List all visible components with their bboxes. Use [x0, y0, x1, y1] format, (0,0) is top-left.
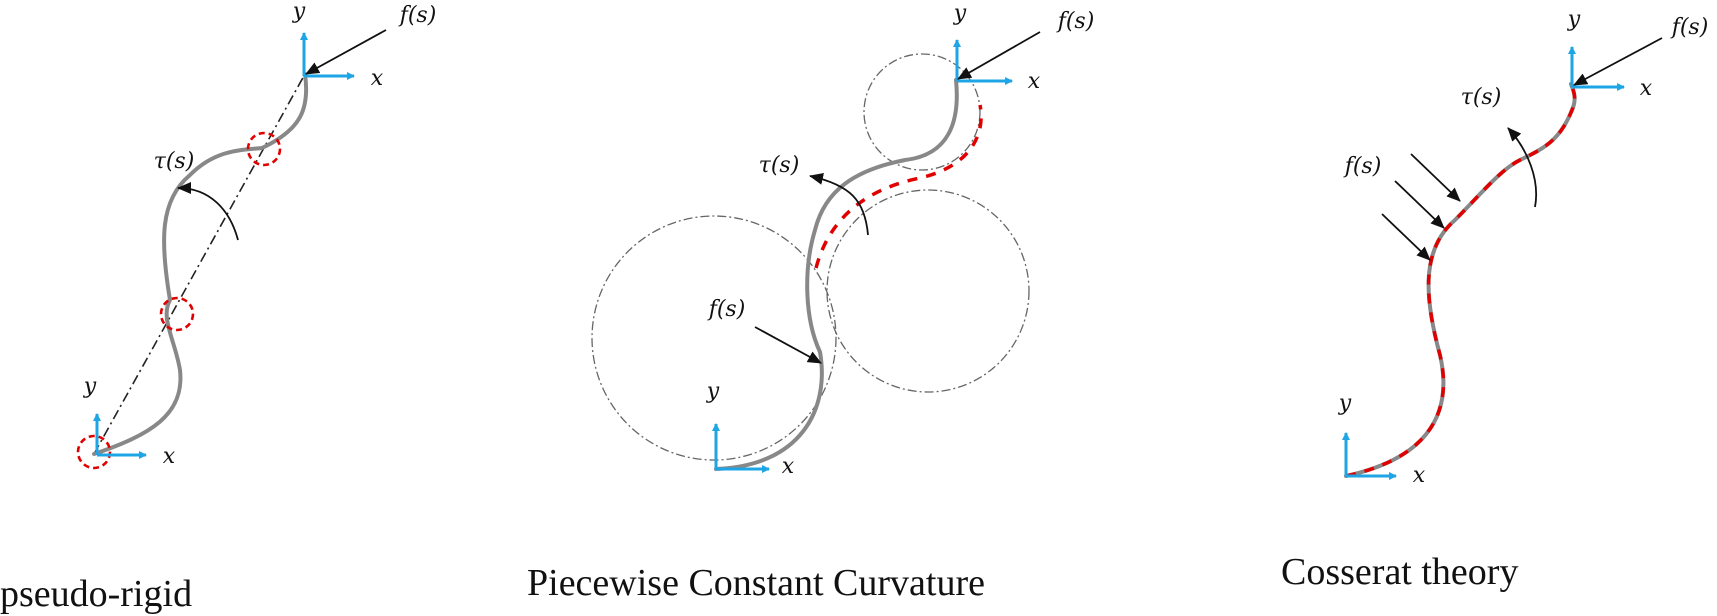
- force-label: f(s): [398, 3, 437, 28]
- tip-force-arrow: [1573, 37, 1663, 86]
- tip-force-label: f(s): [1056, 9, 1095, 34]
- joint-marker-base: [76, 434, 112, 470]
- panel-cosserat-theory: y x y x f(s) f(s) τ(s) Cosserat theory: [1281, 7, 1708, 593]
- base-x-label: x: [1413, 463, 1426, 488]
- distributed-force-arrow: [1410, 153, 1461, 202]
- panel-pseudo-rigid: y x y x f(s) τ(s) pseudo-rigid: [0, 0, 436, 615]
- base-x-label: x: [782, 454, 795, 479]
- cosserat-discretisation: [1345, 83, 1577, 478]
- base-frame: y x: [83, 374, 176, 469]
- curvature-circle-medium: [826, 189, 1030, 393]
- tip-y-label: y: [1567, 7, 1581, 32]
- rod-curve: [714, 78, 959, 471]
- tip-y-label: y: [292, 0, 306, 24]
- rod-curve: [92, 72, 309, 456]
- distributed-force-arrow: [1394, 180, 1445, 229]
- panel-caption: pseudo-rigid: [0, 573, 192, 615]
- rigid-link-chord: [93, 73, 306, 455]
- tip-y-label: y: [953, 1, 967, 26]
- tip-x-label: x: [371, 66, 384, 91]
- constant-curvature-arcs: [814, 104, 983, 269]
- panel-caption: Piecewise Constant Curvature: [527, 562, 985, 604]
- torque-arrow: [177, 182, 239, 241]
- tip-frame: y x: [292, 0, 384, 91]
- base-y-label: y: [706, 379, 720, 404]
- base-frame: y x: [706, 379, 795, 479]
- torque-arrow: [1507, 127, 1537, 208]
- distributed-force-arrow: [1381, 213, 1431, 261]
- base-frame: y x: [1338, 391, 1426, 488]
- joint-marker-lower: [159, 296, 195, 332]
- torque-label: τ(s): [154, 149, 195, 174]
- curvature-circle-large: [591, 215, 837, 461]
- torque-label: τ(s): [759, 153, 800, 178]
- side-force-label: f(s): [1343, 154, 1382, 179]
- torque-label: τ(s): [1461, 85, 1502, 110]
- rod-curve: [1344, 82, 1577, 478]
- panel-caption: Cosserat theory: [1281, 551, 1518, 593]
- base-y-label: y: [83, 374, 97, 399]
- tip-x-label: x: [1640, 76, 1653, 101]
- tip-x-label: x: [1028, 69, 1041, 94]
- tip-frame: y x: [953, 1, 1041, 94]
- mid-force-label: f(s): [707, 297, 746, 322]
- tip-force-label: f(s): [1670, 15, 1709, 40]
- tip-frame: y x: [1567, 7, 1653, 101]
- base-x-label: x: [163, 444, 176, 469]
- force-arrow: [305, 29, 387, 75]
- base-y-label: y: [1338, 391, 1352, 416]
- curvature-circle-small: [863, 53, 981, 171]
- tip-force-arrow: [957, 31, 1041, 80]
- joint-marker-upper: [246, 131, 282, 167]
- torque-arrow: [809, 173, 869, 236]
- panel-piecewise-constant-curvature: y x y x f(s) f(s) τ(s) Piecewise Constan…: [527, 1, 1094, 604]
- distributed-force-arrows: [1381, 153, 1461, 261]
- distributed-force-arrow: [754, 326, 822, 364]
